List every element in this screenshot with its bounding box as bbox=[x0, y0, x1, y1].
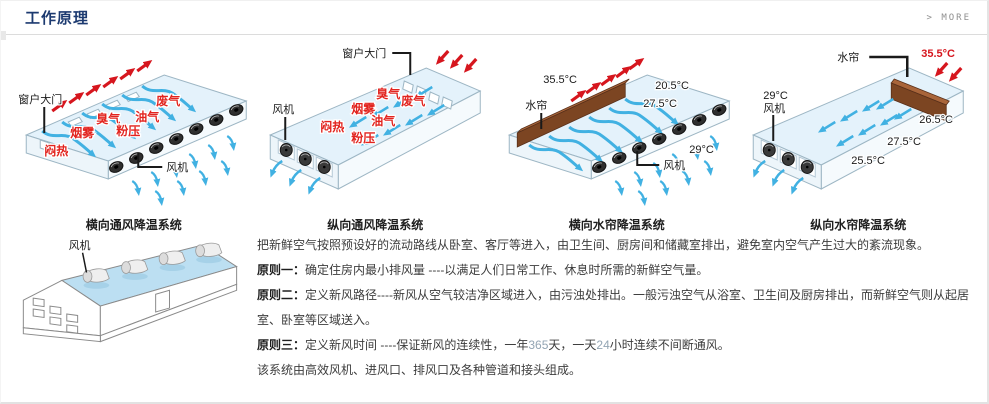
airflow-arrows bbox=[528, 97, 680, 172]
roof-fan-units bbox=[82, 242, 223, 289]
diagram-caption: 纵向水帘降温系统 bbox=[810, 218, 907, 232]
pollutant-label: 臭气 bbox=[96, 111, 120, 126]
airflow-arrows bbox=[41, 84, 197, 158]
exhaust-fans bbox=[592, 104, 727, 173]
hours-count: 24 bbox=[596, 338, 610, 352]
principle-3-post: 小时连续不间断通风。 bbox=[609, 338, 730, 352]
fan-pointer-line bbox=[81, 252, 88, 273]
exhaust-air-arrows bbox=[752, 159, 804, 195]
temp-label: 27.5°C bbox=[887, 136, 921, 148]
system-composition: 该系统由高效风机、进风口、排风口及各种管道和接头组成。 bbox=[257, 358, 971, 383]
diagram-cross-watercurtain: 水帘 35.5°C 20.5°C 27.5°C 29°C 风机 横向水帘降温系统 bbox=[496, 43, 738, 233]
fan-label: 风机 bbox=[272, 102, 294, 116]
building bbox=[22, 244, 238, 343]
window-pointer-line bbox=[391, 52, 411, 75]
longitudinal-watercurtain-drawing: 水帘 35.5°C 29°C 风机 26.5°C 27.5°C 25.5°C bbox=[751, 47, 964, 195]
temp-label: 26.5°C bbox=[919, 114, 953, 126]
principle-3-pre: 定义新风时间 ----保证新风的连续性，一年 bbox=[305, 338, 529, 352]
temp-label: 25.5°C bbox=[851, 155, 885, 167]
temp-label: 29°C bbox=[763, 90, 788, 102]
diagram-longitudinal-watercurtain: 水帘 35.5°C 29°C 风机 26.5°C 27.5°C 25.5°C 纵… bbox=[738, 43, 980, 233]
principle-3-mid: 天，一天 bbox=[548, 338, 597, 352]
diagram-longitudinal-ventilation: 窗户大门 风机 闷热 烟雾 臭气 油气 粉压 废气 纵向通风降温系统 bbox=[255, 43, 497, 233]
pollutant-label: 废气 bbox=[401, 93, 425, 108]
door bbox=[155, 289, 170, 313]
pollutant-label: 闷热 bbox=[320, 119, 344, 134]
airflow-arrows bbox=[348, 85, 445, 146]
pollutant-label: 烟雾 bbox=[70, 126, 95, 140]
pollutant-label: 废气 bbox=[156, 93, 180, 108]
building bbox=[268, 67, 481, 190]
principle-1-label: 原则一： bbox=[257, 263, 306, 277]
principle-3-label: 原则三： bbox=[257, 338, 306, 352]
pollutant-label: 油气 bbox=[135, 109, 159, 124]
pollutant-label: 油气 bbox=[371, 113, 395, 128]
fan-label: 风机 bbox=[663, 158, 685, 172]
roof-fan-building-drawing: 风机 bbox=[22, 237, 238, 343]
temp-label: 20.5°C bbox=[655, 80, 689, 92]
window-door-label: 窗户大门 bbox=[342, 46, 386, 60]
building bbox=[751, 67, 964, 190]
water-curtain-label: 水帘 bbox=[525, 98, 547, 112]
temp-label: 35.5°C bbox=[543, 74, 577, 86]
pollutant-label: 烟雾 bbox=[351, 102, 376, 116]
pollutant-label: 粉压 bbox=[351, 130, 375, 145]
cross-ventilation-drawing: 窗户大门 风机 闷热 烟雾 臭气 粉压 油气 废气 bbox=[17, 60, 248, 206]
exhaust-fans bbox=[277, 139, 333, 178]
diagram-caption: 纵向通风降温系统 bbox=[327, 218, 424, 232]
principle-1-body: 确定住房内最小排风量 ----以满足人们日常工作、休息时所需的新鲜空气量。 bbox=[305, 263, 709, 277]
temp-label: 29°C bbox=[689, 144, 714, 156]
days-count: 365 bbox=[528, 338, 549, 352]
fan-pointer-line bbox=[137, 153, 163, 168]
fan-label: 风机 bbox=[69, 238, 91, 252]
diagram-caption: 横向通风降温系统 bbox=[85, 218, 182, 232]
exhaust-air-arrows bbox=[269, 159, 321, 195]
section-header: 工作原理 > MORE bbox=[1, 1, 987, 35]
bottom-section: 风机 把新鲜空气按照预设好的流动路线从卧室、客厅等进入，由卫生间、厨房间和储藏室… bbox=[1, 231, 987, 391]
fan-label: 风机 bbox=[763, 101, 785, 115]
diagram-row: 窗户大门 风机 闷热 烟雾 臭气 粉压 油气 废气 横向通风降温系统 bbox=[1, 35, 987, 233]
heat-arrows bbox=[934, 61, 962, 82]
curtain-pointer-line bbox=[868, 55, 908, 77]
closing-text: 该系统由高效风机、进风口、排风口及各种管道和接头组成。 bbox=[257, 363, 582, 377]
cross-watercurtain-drawing: 水帘 35.5°C 20.5°C 27.5°C 29°C 风机 bbox=[507, 58, 731, 206]
principle-1: 原则一：确定住房内最小排风量 ----以满足人们日常工作、休息时所需的新鲜空气量… bbox=[257, 258, 971, 283]
airflow-arrows bbox=[817, 97, 912, 147]
water-curtain bbox=[890, 78, 950, 122]
longitudinal-ventilation-drawing: 窗户大门 风机 闷热 烟雾 臭气 油气 粉压 废气 bbox=[268, 45, 481, 195]
temp-label: 35.5°C bbox=[921, 48, 955, 60]
heat-arrows bbox=[570, 58, 645, 103]
header-tab-notch bbox=[1, 31, 6, 40]
gable-windows bbox=[32, 297, 79, 334]
water-curtain-label: 水帘 bbox=[837, 50, 859, 64]
principle-2: 原则二：定义新风路径----新风从空气较洁净区域进入，由污浊处排出。一般污浊空气… bbox=[257, 283, 971, 333]
water-curtain bbox=[516, 78, 630, 148]
window-door-label: 窗户大门 bbox=[18, 92, 62, 106]
principles-text: 把新鲜空气按照预设好的流动路线从卧室、客厅等进入，由卫生间、厨房间和储藏室排出，… bbox=[249, 233, 971, 391]
intro-paragraph: 把新鲜空气按照预设好的流动路线从卧室、客厅等进入，由卫生间、厨房间和储藏室排出，… bbox=[257, 233, 971, 258]
more-link[interactable]: > MORE bbox=[926, 12, 971, 23]
diagram-roof-fans: 风机 bbox=[11, 233, 249, 391]
pollutant-label: 闷热 bbox=[44, 143, 68, 158]
diagram-cross-ventilation: 窗户大门 风机 闷热 烟雾 臭气 粉压 油气 废气 横向通风降温系统 bbox=[13, 43, 255, 233]
heat-arrows bbox=[51, 60, 153, 113]
diagram-caption: 横向水帘降温系统 bbox=[568, 218, 665, 232]
exhaust-fans bbox=[760, 139, 816, 178]
page-title: 工作原理 bbox=[25, 10, 90, 27]
pollutant-label: 粉压 bbox=[116, 123, 140, 138]
fan-pointer-line bbox=[636, 151, 660, 166]
intro-text: 把新鲜空气按照预设好的流动路线从卧室、客厅等进入，由卫生间、厨房间和储藏室排出，… bbox=[257, 238, 930, 252]
heat-arrows bbox=[435, 49, 477, 73]
exhaust-air-arrows bbox=[131, 135, 237, 206]
exhaust-air-arrows bbox=[614, 135, 720, 206]
pollutant-label: 臭气 bbox=[376, 86, 400, 101]
temp-label: 27.5°C bbox=[643, 98, 677, 110]
door-window bbox=[39, 139, 50, 152]
principle-2-body: 定义新风路径----新风从空气较洁净区域进入，由污浊处排出。一般污浊空气从浴室、… bbox=[257, 288, 970, 327]
principle-2-label: 原则二： bbox=[257, 288, 306, 302]
fan-label: 风机 bbox=[166, 160, 188, 174]
principle-3: 原则三：定义新风时间 ----保证新风的连续性，一年365天，一天24小时连续不… bbox=[257, 333, 971, 358]
